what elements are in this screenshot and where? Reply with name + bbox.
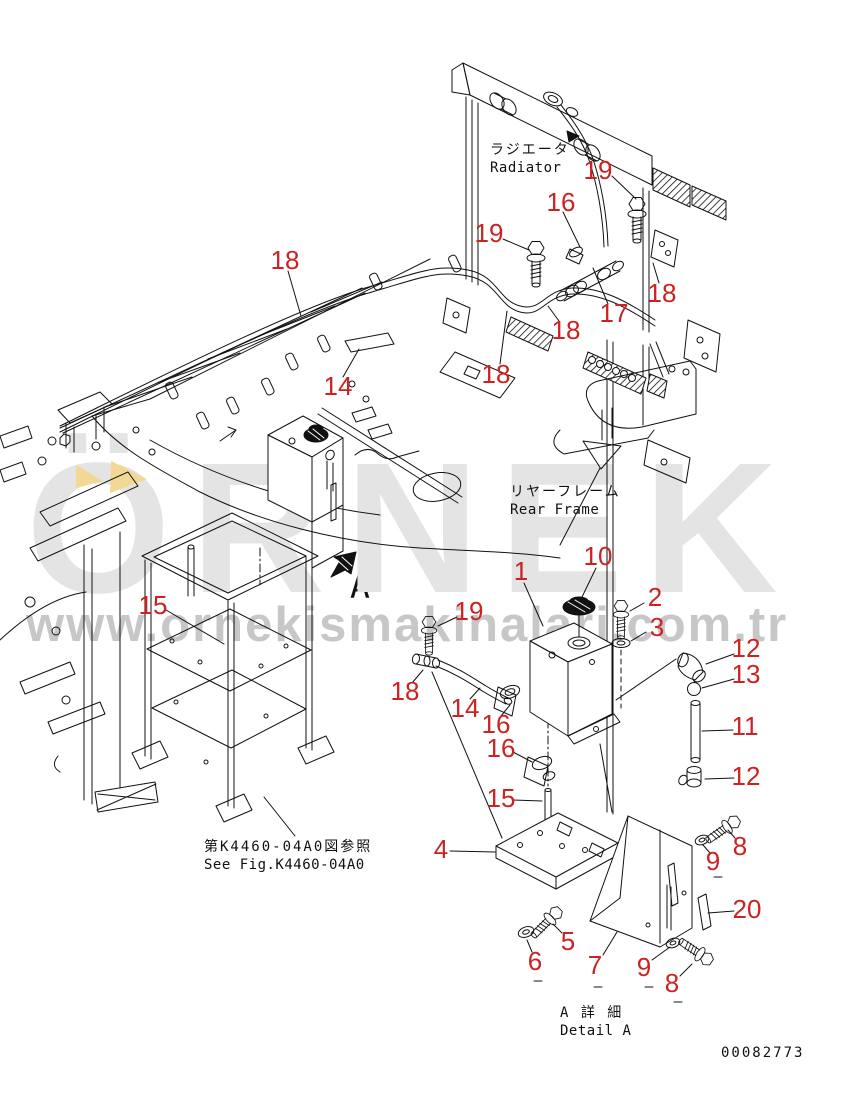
callout-19: 19 — [454, 596, 484, 626]
detail-a-drawing — [495, 812, 744, 1003]
callout-5: 5 — [560, 926, 576, 956]
callout-14: 14 — [323, 371, 353, 401]
rear-frame-drawing — [0, 254, 697, 559]
callout-8: 8 — [664, 968, 680, 998]
callout-6: 6 — [527, 946, 543, 976]
callout-16: 16 — [546, 187, 576, 217]
radiator-drawing — [442, 62, 727, 484]
callout-20: 20 — [732, 894, 762, 924]
callout-19: 19 — [583, 155, 613, 185]
callout-4: 4 — [433, 834, 449, 864]
callout-1: 1 — [513, 556, 529, 586]
watermark-arrows-icon — [76, 461, 147, 493]
callout-18: 18 — [647, 278, 677, 308]
callout-9: 9 — [705, 846, 721, 876]
callout-17: 17 — [599, 298, 629, 328]
section-marker-letter: A — [350, 567, 370, 606]
callout-8: 8 — [732, 831, 748, 861]
callout-18: 18 — [551, 315, 581, 345]
callout-18: 18 — [270, 245, 300, 275]
construction-lines — [259, 339, 622, 815]
doc-number: 00082773 — [721, 1045, 805, 1061]
callout-12: 12 — [731, 633, 761, 663]
callout-14: 14 — [450, 693, 480, 723]
callout-18: 18 — [481, 359, 511, 389]
callout-16: 16 — [481, 709, 511, 739]
callout-9: 9 — [636, 952, 652, 982]
watermark-url: www.ornekismakinalari.com.tr — [26, 598, 789, 652]
section-arrow-icon — [330, 551, 357, 578]
callout-12: 12 — [731, 761, 761, 791]
callout-15: 15 — [486, 783, 516, 813]
sub-tank-drawing — [267, 407, 463, 569]
leader-lines — [165, 175, 736, 977]
callout-7: 7 — [587, 950, 603, 980]
callout-3: 3 — [649, 612, 665, 642]
callout-19: 19 — [474, 218, 504, 248]
callout-2: 2 — [647, 582, 663, 612]
callout-16: 16 — [486, 733, 516, 763]
callout-13: 13 — [731, 659, 761, 689]
left-body-drawing — [0, 461, 159, 813]
callout-10: 10 — [583, 541, 613, 571]
callout-11: 11 — [731, 711, 759, 741]
callout-15: 15 — [138, 590, 168, 620]
callout-18: 18 — [390, 676, 420, 706]
